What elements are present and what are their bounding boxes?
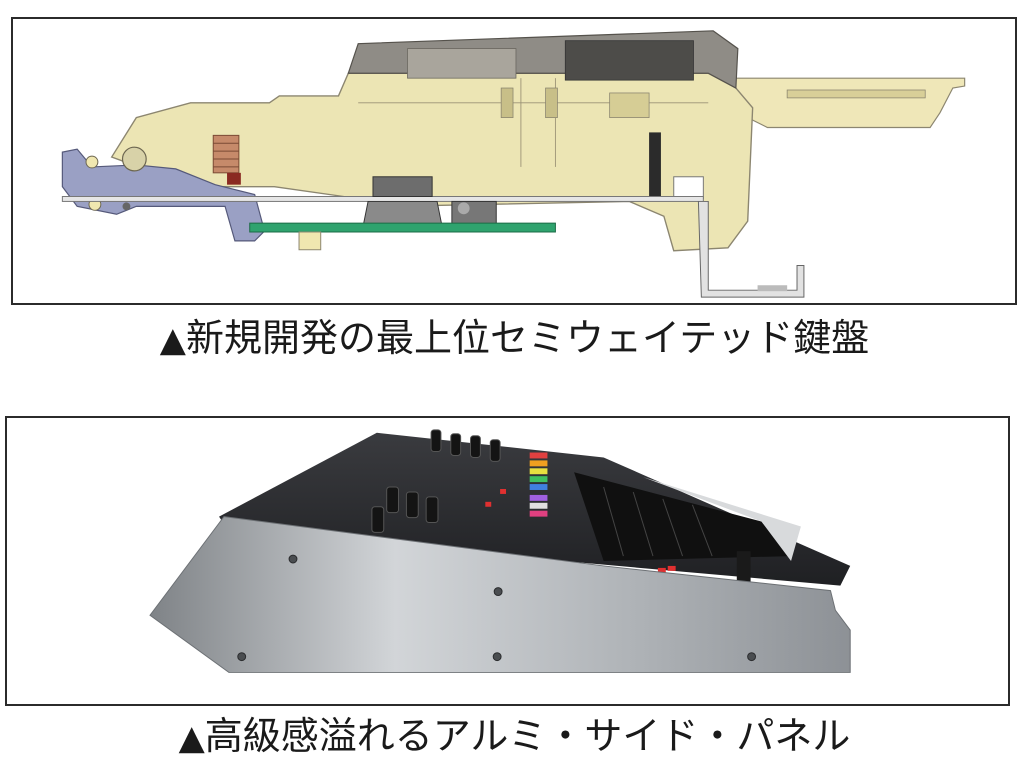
frame-rail	[61, 196, 704, 202]
triangle-marker-icon: ▲	[159, 320, 186, 360]
synthesizer-side-view	[149, 429, 851, 673]
key-body	[110, 72, 754, 252]
led-buttons	[485, 452, 676, 573]
keybed	[574, 472, 801, 561]
pitch-lever	[736, 551, 751, 586]
return-spring	[212, 134, 241, 185]
panel-screws	[237, 554, 757, 662]
keyboard-mechanism-illustration	[11, 17, 1017, 305]
rear-hook	[697, 200, 805, 298]
hammer-weight	[649, 132, 661, 197]
caption-side-panel: ▲高級感溢れるアルミ・サイド・パネル	[0, 714, 1029, 760]
caption-keyboard: ▲新規開発の最上位セミウェイテッド鍵盤	[0, 316, 1029, 362]
knob-group	[371, 429, 501, 533]
semi-weighted-key-cutaway	[61, 30, 966, 298]
caption-keyboard-text: 新規開発の最上位セミウェイテッド鍵盤	[185, 316, 870, 360]
caption-side-panel-text: 高級感溢れるアルミ・サイド・パネル	[204, 714, 851, 758]
triangle-marker-icon: ▲	[178, 718, 205, 758]
synth-side-panel-photo	[5, 416, 1010, 706]
circuit-board	[249, 222, 556, 233]
rubber-dome-switch	[362, 176, 497, 227]
